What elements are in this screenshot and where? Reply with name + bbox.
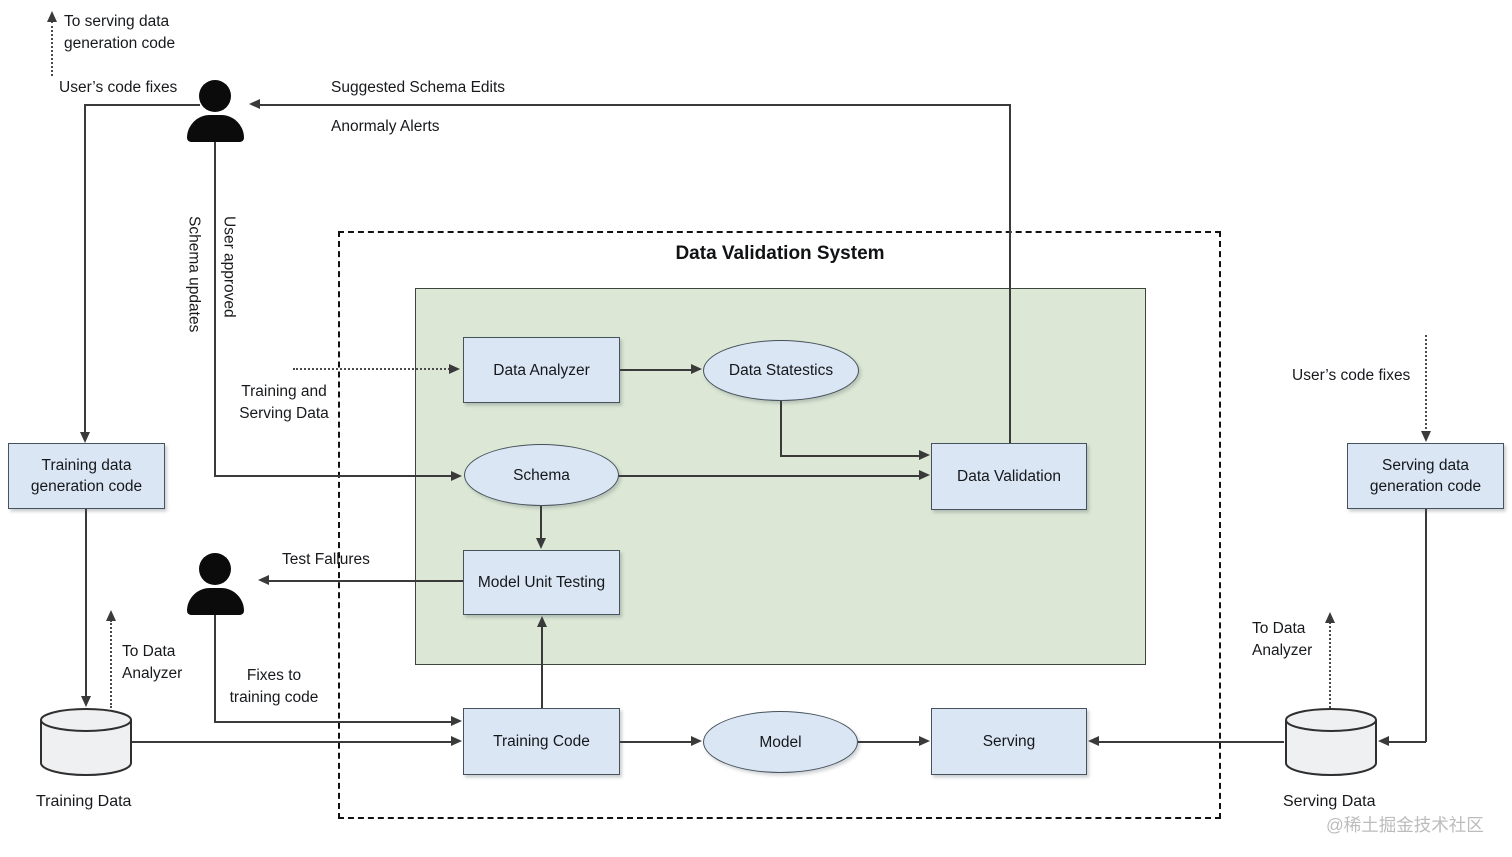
label-anomaly-alerts: Anormaly Alerts [331, 118, 440, 135]
line-mut-to-person2 [262, 580, 463, 582]
user-body-icon [187, 115, 244, 142]
label-suggested-schema-edits: Suggested Schema Edits [331, 79, 506, 96]
label-to-data-analyzer-right: To Data Analyzer [1252, 620, 1313, 659]
node-data-statistics: Data Statestics [703, 340, 859, 401]
label-fixes-to-training-code: Fixes to training code [229, 667, 319, 706]
node-serving: Serving [931, 708, 1087, 775]
arrowhead-into-person1 [249, 99, 260, 109]
label-training-and-serving-data: Training and Serving Data [239, 383, 329, 422]
line-person1-down [214, 141, 216, 477]
arrowhead-into-statistics [691, 364, 702, 374]
line-statistics-to-validation [780, 455, 921, 457]
line-person1-to-schema [214, 475, 452, 477]
line-datavalidation-up [1009, 104, 1011, 444]
line-userfixes-down [84, 104, 86, 434]
arrowhead-into-analyzer [449, 364, 460, 374]
label-user-approved: User approved [220, 216, 238, 318]
system-boundary-box [338, 231, 1221, 819]
node-training-data-generation-code: Training data generation code [8, 443, 165, 509]
arrowhead-into-training-gen [80, 432, 90, 443]
line-person1-left [85, 104, 200, 106]
arrowhead-schema-into-validation [919, 470, 930, 480]
line-anomaly-alerts [253, 104, 1010, 106]
node-serving-data-generation-code: Serving data generation code [1347, 443, 1504, 509]
line-schema-to-validation [618, 475, 921, 477]
line-trainingcode-to-model [620, 741, 694, 743]
line-person2-down [214, 614, 216, 722]
arrowhead-into-person2 [258, 575, 269, 585]
label-schema-updates: Schema updates [185, 216, 203, 333]
training-data-cylinder-icon [39, 707, 133, 782]
arrowhead-into-servingdata [1378, 736, 1389, 746]
label-test-failures: Test Fallures [282, 551, 370, 568]
line-servinggen-to-servingdata [1389, 741, 1426, 743]
arrowhead-into-serving [919, 736, 930, 746]
line-servingdata-to-serving [1099, 741, 1284, 743]
line-trainingdata-to-trainingcode [132, 741, 452, 743]
arrowhead-up-serving-gen [47, 11, 57, 22]
dotted-to-serving-gen [51, 21, 53, 76]
label-training-data: Training Data [36, 793, 132, 810]
dotted-servingdata-up [1329, 622, 1331, 708]
system-title: Data Validation System [675, 243, 885, 264]
arrowhead-into-model [691, 736, 702, 746]
line-analyzer-to-statistics [620, 369, 694, 371]
label-serving-data: Serving Data [1283, 793, 1376, 810]
arrowhead-up-to-analyzer-right [1325, 612, 1335, 623]
node-schema: Schema [464, 444, 619, 506]
arrowhead-into-training-data [81, 696, 91, 707]
user-head-icon [199, 80, 231, 112]
serving-data-cylinder-icon [1284, 707, 1378, 782]
arrowhead-into-serving-right [1088, 736, 1099, 746]
watermark: @稀土掘金技术社区 [1326, 815, 1484, 835]
arrowhead-data-into-trainingcode [451, 736, 462, 746]
arrowhead-into-serving-gen [1421, 431, 1431, 442]
node-data-validation: Data Validation [931, 443, 1087, 510]
label-users-code-fixes-left: User’s code fixes [59, 79, 178, 96]
line-schema-to-mut [540, 505, 542, 540]
node-model-unit-testing: Model Unit Testing [463, 550, 620, 615]
line-statistics-down [780, 400, 782, 457]
line-person2-to-trainingcode [214, 721, 452, 723]
dotted-userfixes-right-down [1425, 335, 1427, 433]
label-users-code-fixes-right: User’s code fixes [1292, 367, 1411, 384]
label-to-serving-data-generation-code: To serving data generation code [64, 13, 176, 52]
arrowhead-up-to-analyzer-left [106, 610, 116, 621]
arrowhead-stats-into-validation [919, 450, 930, 460]
line-trainingcode-to-mut [541, 620, 543, 708]
line-gen-to-trainingdata [85, 509, 87, 698]
dotted-trainingdata-up [110, 620, 112, 708]
arrowhead-into-mut-top [536, 538, 546, 549]
user-body-icon [187, 588, 244, 615]
arrowhead-fixes-into-trainingcode [451, 716, 462, 726]
node-training-code: Training Code [463, 708, 620, 775]
user-head-icon [199, 553, 231, 585]
line-model-to-serving [857, 741, 921, 743]
node-data-analyzer: Data Analyzer [463, 337, 620, 403]
arrowhead-into-mut-bottom [537, 616, 547, 627]
node-model: Model [703, 711, 858, 773]
label-to-data-analyzer-left: To Data Analyzer [122, 643, 183, 682]
line-servinggen-down [1425, 509, 1427, 742]
dotted-data-into-analyzer [293, 368, 450, 370]
arrowhead-into-schema [451, 471, 462, 481]
